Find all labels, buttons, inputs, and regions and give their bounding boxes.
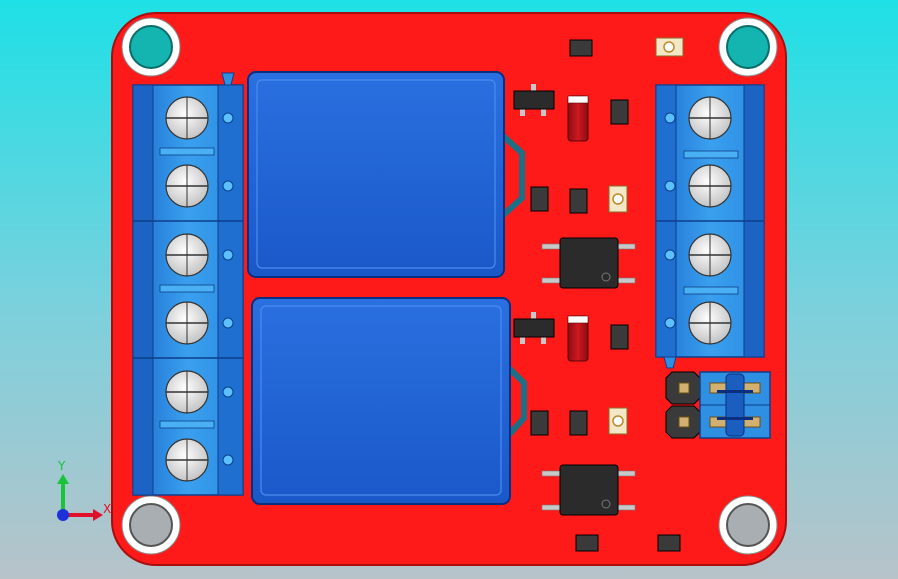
diode-top [567, 95, 589, 142]
screw-right-2 [688, 164, 732, 208]
screw-right-1 [688, 96, 732, 140]
coordinate-triad: Y X [57, 459, 111, 521]
screw-left-4 [165, 301, 209, 345]
screw-left-6 [165, 438, 209, 482]
diode-bottom [567, 315, 589, 362]
smd-resistor-2 [610, 99, 629, 125]
smd-resistor-6 [530, 410, 549, 436]
optocoupler-bottom [541, 464, 636, 516]
screw-left-1 [165, 96, 209, 140]
smd-resistor-1 [569, 39, 593, 57]
screw-left-5 [165, 370, 209, 414]
screw-left-3 [165, 233, 209, 277]
mounting-hole-top-right [718, 17, 778, 77]
mounting-hole-bottom-right [718, 495, 778, 555]
terminal-block-left [132, 72, 244, 496]
axis-origin-icon [57, 509, 69, 521]
relay-bottom [251, 297, 527, 505]
screw-right-4 [688, 301, 732, 345]
jumper-header-2 [665, 405, 701, 439]
smd-resistor-3 [530, 186, 549, 212]
smd-resistor-9 [657, 534, 681, 552]
relay-top [247, 71, 525, 278]
optocoupler-top [541, 237, 636, 289]
smd-resistor-8 [575, 534, 599, 552]
mounting-hole-top-left [121, 17, 181, 77]
screw-right-3 [688, 233, 732, 277]
led-relay-top [608, 185, 628, 213]
axis-y-label: Y [57, 459, 66, 473]
axis-x-label: X [103, 502, 111, 516]
transistor-top [513, 84, 555, 116]
transistor-bottom [513, 312, 555, 344]
led-power [655, 37, 684, 57]
mounting-hole-bottom-left [121, 495, 181, 555]
smd-resistor-7 [569, 410, 588, 436]
jumper-selector [699, 371, 771, 439]
led-relay-bottom [608, 407, 628, 435]
smd-resistor-5 [610, 324, 629, 350]
screw-left-2 [165, 164, 209, 208]
smd-resistor-4 [569, 188, 588, 214]
jumper-header-1 [665, 371, 701, 405]
